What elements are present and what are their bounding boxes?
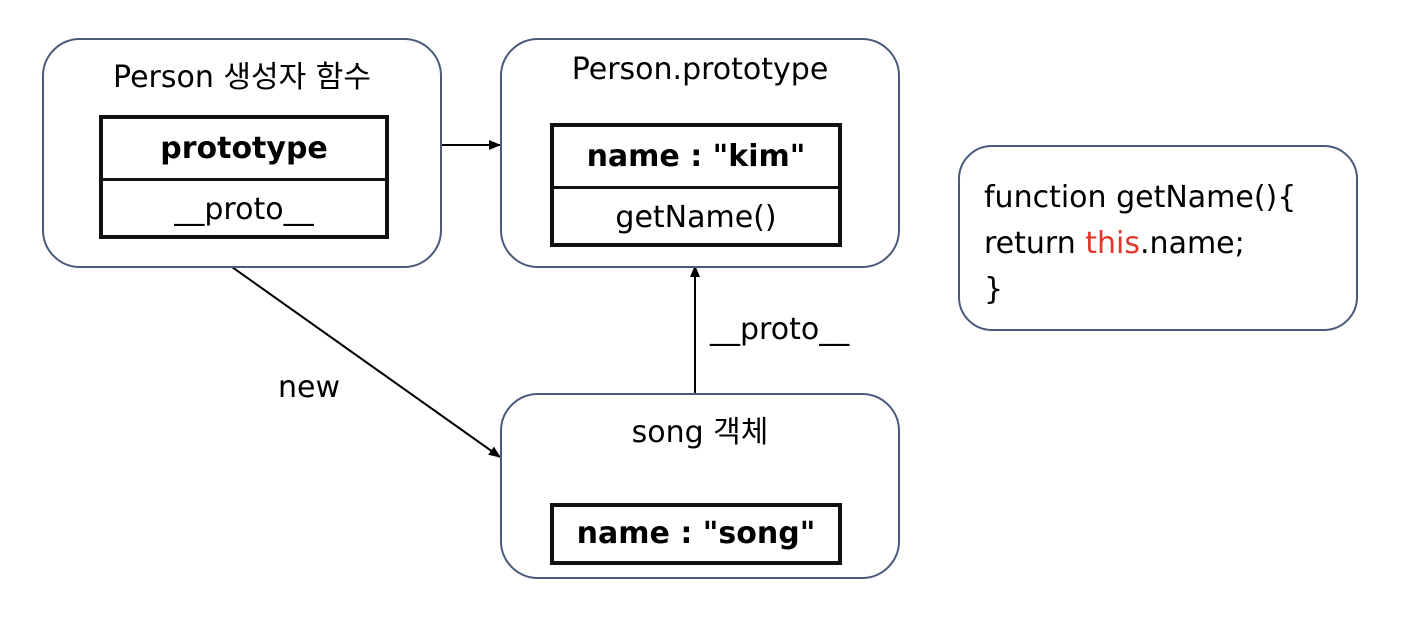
getname-field: getName() bbox=[554, 186, 838, 243]
code-return-text: return bbox=[984, 226, 1086, 261]
person-constructor-fields: prototype __proto__ bbox=[99, 115, 389, 239]
code-line-1: function getName(){ bbox=[984, 180, 1297, 215]
person-prototype-node: Person.prototype name : "kim" getName() bbox=[500, 38, 900, 268]
this-keyword: this bbox=[1085, 226, 1141, 261]
person-prototype-title: Person.prototype bbox=[571, 52, 829, 87]
new-edge-label: new bbox=[278, 370, 341, 405]
song-object-title: song 객체 bbox=[631, 415, 769, 450]
constructor-proto-field: __proto__ bbox=[103, 178, 385, 235]
new-arrow bbox=[231, 266, 501, 458]
code-line-2: return this.name; bbox=[984, 221, 1296, 267]
song-object-node: song 객체 name : "song" bbox=[500, 393, 900, 579]
proto-edge-label: __proto__ bbox=[710, 312, 850, 347]
name-kim-field: name : "kim" bbox=[586, 139, 806, 174]
person-constructor-title: Person 생성자 함수 bbox=[113, 60, 371, 95]
code-block: function getName(){ return this.name; } bbox=[984, 175, 1296, 313]
getname-code-box: function getName(){ return this.name; } bbox=[958, 145, 1358, 331]
name-song-field: name : "song" bbox=[576, 516, 816, 551]
code-line-3: } bbox=[984, 272, 1004, 307]
prototype-field: prototype bbox=[160, 131, 328, 166]
person-prototype-fields: name : "kim" getName() bbox=[550, 123, 842, 247]
song-object-fields: name : "song" bbox=[550, 503, 842, 565]
person-constructor-node: Person 생성자 함수 prototype __proto__ bbox=[42, 38, 442, 268]
code-name-access: .name; bbox=[1140, 226, 1245, 261]
